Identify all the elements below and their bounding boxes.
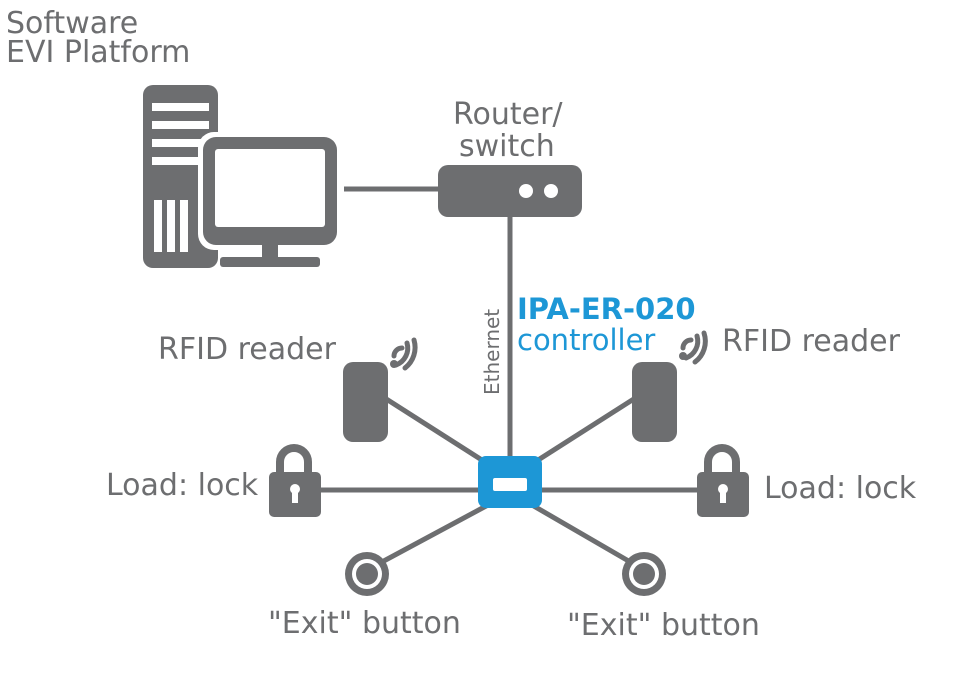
exit-right-label: "Exit" button xyxy=(567,608,760,643)
software-label-line1: Software xyxy=(6,6,138,41)
lock-right-label: Load: lock xyxy=(764,471,917,506)
monitor-icon xyxy=(198,132,344,267)
lock-left xyxy=(269,444,321,517)
exit-button-icon xyxy=(345,552,389,596)
exit-left-line xyxy=(378,502,490,566)
ethernet-label: Ethernet xyxy=(480,309,504,395)
rfid-left-line xyxy=(378,392,487,465)
rfid-reader-icon xyxy=(632,362,677,442)
wireless-signal-icon xyxy=(391,337,418,371)
rfid-right-line xyxy=(533,392,642,465)
exit-button-icon xyxy=(622,552,666,596)
rfid-right-label: RFID reader xyxy=(722,324,901,359)
lock-left-label: Load: lock xyxy=(106,468,259,503)
pc-icon xyxy=(143,85,344,268)
exit-left-label: "Exit" button xyxy=(268,606,461,641)
controller-type-label: controller xyxy=(517,323,655,357)
rfid-reader-left xyxy=(343,337,418,442)
rfid-reader-icon xyxy=(343,362,388,442)
controller-icon xyxy=(478,456,542,508)
padlock-icon xyxy=(269,444,321,517)
wireless-signal-icon xyxy=(680,330,708,365)
lock-right xyxy=(697,444,749,517)
rfid-reader-right xyxy=(632,330,708,442)
padlock-icon xyxy=(697,444,749,517)
router-icon xyxy=(438,165,582,217)
exit-button-left xyxy=(345,552,389,596)
rfid-left-label: RFID reader xyxy=(158,332,337,367)
router-label-line1: Router/ xyxy=(453,97,563,132)
exit-button-right xyxy=(622,552,666,596)
router-label-line2: switch xyxy=(459,129,555,164)
software-label-line2: EVI Platform xyxy=(6,35,190,70)
exit-right-line xyxy=(530,502,634,566)
controller-model-label: IPA-ER-020 xyxy=(517,292,696,326)
connection-lines xyxy=(315,186,700,566)
